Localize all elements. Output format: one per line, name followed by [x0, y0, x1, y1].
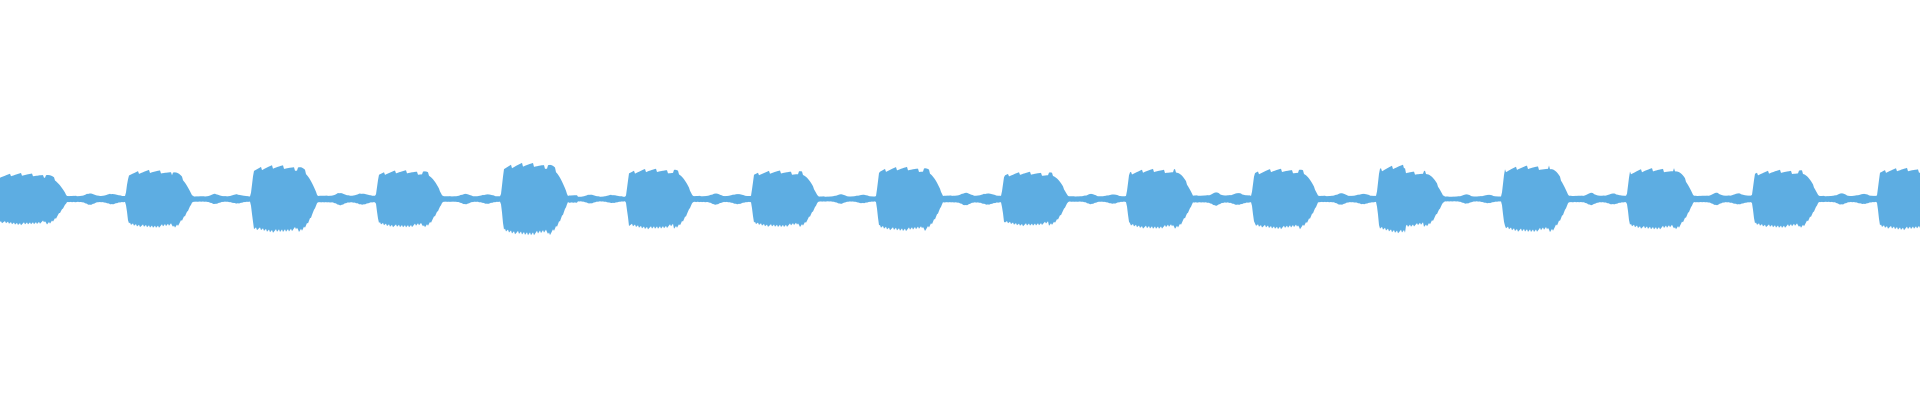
waveform-amplitude-shape — [0, 162, 1920, 236]
waveform-segments — [0, 162, 1920, 236]
